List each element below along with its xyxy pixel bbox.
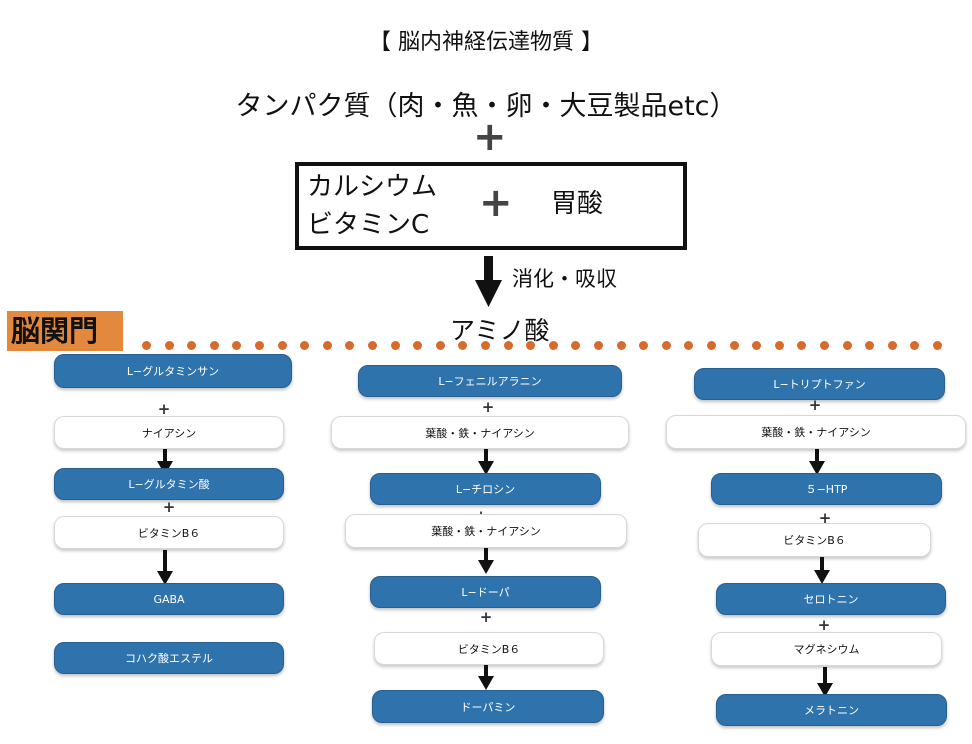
node-l-tyrosine: L−チロシン <box>370 473 601 505</box>
arrow-col2-2 <box>478 546 494 574</box>
barrier-dot <box>730 341 739 350</box>
barrier-dot <box>255 341 264 350</box>
cofactor-col2-2: 葉酸・鉄・ナイアシン <box>345 514 627 548</box>
barrier-dot <box>910 341 919 350</box>
arrow-col3-3 <box>817 667 833 697</box>
node-dopamine: ドーパミン <box>372 690 604 723</box>
cofactor-col1-2: ビタミンB６ <box>54 516 284 549</box>
cofactor-col2-3: ビタミンB６ <box>374 632 604 665</box>
cofactor-box: カルシウム ビタミンC + 胃酸 <box>295 162 687 250</box>
blood-brain-barrier-label: 脳関門 <box>7 311 123 351</box>
barrier-dot <box>210 341 219 350</box>
barrier-dot <box>888 341 897 350</box>
plus-col3-1: + <box>808 396 822 414</box>
plus-col3-3: + <box>817 616 831 634</box>
plus-col2-1: + <box>481 398 495 416</box>
barrier-dot <box>549 341 558 350</box>
arrow-col3-1 <box>809 448 825 475</box>
node-l-tryptophan: L−トリプトファン <box>694 368 945 400</box>
barrier-dot <box>843 341 852 350</box>
cofactor-col2-1: 葉酸・鉄・ナイアシン <box>331 416 629 449</box>
node-5-htp: ５−HTP <box>711 473 942 505</box>
plus-col1-2: + <box>162 498 176 516</box>
amino-acid-label: アミノ酸 <box>450 316 550 345</box>
barrier-dot <box>278 341 287 350</box>
cofactor-col3-3: マグネシウム <box>711 632 942 666</box>
barrier-dot <box>187 341 196 350</box>
plus-col3-2: + <box>818 509 832 527</box>
arrow-col2-1 <box>478 448 494 475</box>
digestion-arrow <box>475 256 502 307</box>
plus-sign-box: + <box>479 180 513 226</box>
barrier-dot <box>594 341 603 350</box>
barrier-dot <box>865 341 874 350</box>
node-melatonin: メラトニン <box>716 694 947 726</box>
barrier-dot <box>391 341 400 350</box>
diagram-title: 【 脳内神経伝達物質 】 <box>369 30 603 55</box>
barrier-dot <box>775 341 784 350</box>
barrier-dot <box>526 341 535 350</box>
barrier-dot <box>232 341 241 350</box>
barrier-dot <box>300 341 309 350</box>
arrow-col1-2 <box>157 550 173 585</box>
barrier-dot <box>165 341 174 350</box>
barrier-dot <box>458 341 467 350</box>
node-l-phenylalanine: L−フェニルアラニン <box>358 365 622 397</box>
cofactor-col3-2: ビタミンB６ <box>698 523 931 557</box>
node-l-dopa: L−ドーパ <box>370 576 601 608</box>
protein-sources: タンパク質（肉・魚・卵・大豆製品etc） <box>235 91 737 122</box>
barrier-dot <box>142 341 151 350</box>
barrier-dot <box>797 341 806 350</box>
cofactor-col3-1: 葉酸・鉄・ナイアシン <box>666 415 966 449</box>
barrier-dot <box>684 341 693 350</box>
node-serotonin: セロトニン <box>716 583 946 615</box>
node-l-glutamine: L−グルタミンサン <box>54 354 292 388</box>
node-gaba: GABA <box>54 583 284 615</box>
plus-sign-top: + <box>473 114 507 160</box>
barrier-dot <box>707 341 716 350</box>
barrier-dot <box>413 341 422 350</box>
barrier-dot <box>436 341 445 350</box>
barrier-dot <box>617 341 626 350</box>
barrier-dot <box>639 341 648 350</box>
barrier-dot <box>571 341 580 350</box>
stomach-acid-label: 胃酸 <box>551 189 604 219</box>
vitamin-c-label: ビタミンC <box>307 210 430 240</box>
node-succinic-ester: コハク酸エステル <box>54 642 284 674</box>
node-l-glutamic-acid: L−グルタミン酸 <box>54 468 284 500</box>
arrow-col3-2 <box>814 557 830 584</box>
barrier-dot <box>752 341 761 350</box>
barrier-dot <box>368 341 377 350</box>
plus-col1-1: + <box>157 400 171 418</box>
digestion-label: 消化・吸収 <box>512 267 617 291</box>
barrier-dot <box>933 341 942 350</box>
barrier-dot <box>323 341 332 350</box>
barrier-dot <box>345 341 354 350</box>
plus-col2-3: + <box>479 608 493 626</box>
arrow-col2-3 <box>478 664 494 690</box>
barrier-dot <box>662 341 671 350</box>
cofactor-col1-1: ナイアシン <box>54 416 284 449</box>
barrier-dot <box>504 341 513 350</box>
calcium-label: カルシウム <box>307 172 438 202</box>
barrier-dot <box>481 341 490 350</box>
barrier-dot <box>820 341 829 350</box>
